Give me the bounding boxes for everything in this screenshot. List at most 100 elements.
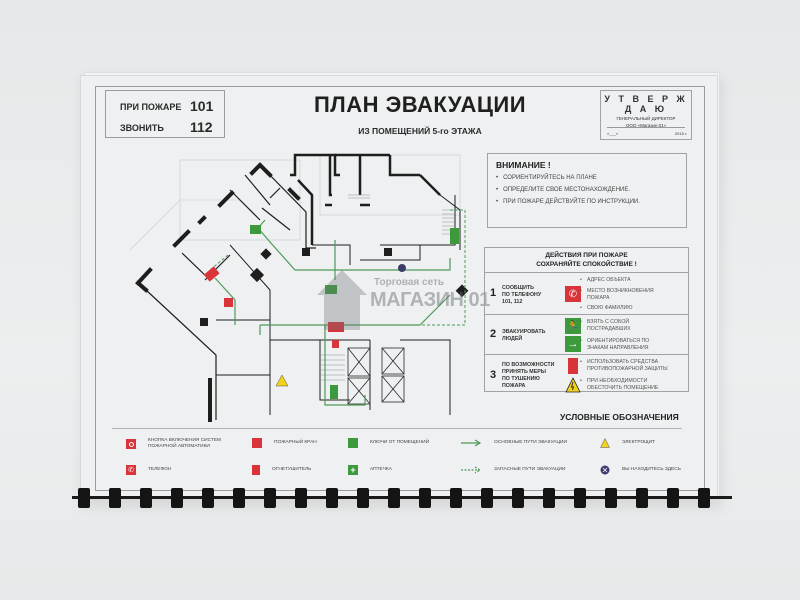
action-step-1: 1 СООБЩИТЬ ПО ТЕЛЕФОНУ 101, 112 ✆ АДРЕС … xyxy=(485,273,688,315)
fire-call-number: 101 xyxy=(190,98,214,114)
attention-heading: ВНИМАНИЕ ! xyxy=(496,160,551,170)
legend-text: КЛЮЧИ ОТ ПОМЕЩЕНИЙ xyxy=(370,440,430,445)
legend-text: ЗАПАСНЫЕ ПУТИ ЭВАКУАЦИИ xyxy=(494,467,566,472)
plan-frame xyxy=(95,86,705,491)
main-route-icon xyxy=(461,439,482,447)
date-right: 2015 г. xyxy=(674,131,687,136)
legend-item: КЛЮЧИ ОТ ПОМЕЩЕНИЙ xyxy=(348,438,429,448)
phone-icon: ✆ xyxy=(126,465,136,475)
actions-heading: ДЕЙСТВИЯ ПРИ ПОЖАРЕ СОХРАНЯЙТЕ СПОКОЙСТВ… xyxy=(485,248,688,273)
binding-ring xyxy=(574,488,586,508)
approval-box: У Т В Е Р Ж Д А Ю ГЕНЕРАЛЬНЫЙ ДИРЕКТОР О… xyxy=(600,90,692,140)
approval-position: ГЕНЕРАЛЬНЫЙ ДИРЕКТОР xyxy=(616,116,676,121)
step-number: 3 xyxy=(490,369,497,381)
binding-ring xyxy=(264,488,276,508)
keys-icon xyxy=(325,285,337,294)
action-step-3: 3 ПО ВОЗМОЖНОСТИ ПРИНЯТЬ МЕРЫ ПО ТУШЕНИЮ… xyxy=(485,355,688,397)
fire-hydrant-icon xyxy=(328,322,344,332)
step-label: ЭВАКУИРОВАТЬ ЛЮДЕЙ xyxy=(502,329,546,342)
approval-heading: У Т В Е Р Ж Д А Ю xyxy=(604,94,688,114)
legend-item: ✆ ТЕЛЕФОН xyxy=(126,465,171,475)
binding-ring xyxy=(233,488,245,508)
keys-icon xyxy=(348,438,358,448)
date-left: «___» xyxy=(607,131,619,136)
emergency-exit-icon xyxy=(330,385,338,399)
fire-extinguisher-icon xyxy=(252,465,260,475)
phone-icon: ✆ xyxy=(565,286,581,302)
actions-heading-1: ДЕЙСТВИЯ ПРИ ПОЖАРЕ xyxy=(545,252,628,259)
attention-item: СОРИЕНТИРУЙТЕСЬ НА ПЛАНЕ xyxy=(496,175,678,181)
step-label: ПО ВОЗМОЖНОСТИ ПРИНЯТЬ МЕРЫ ПО ТУШЕНИЮ П… xyxy=(502,362,555,389)
electrical-hazard-icon xyxy=(565,377,581,393)
binding-ring xyxy=(419,488,431,508)
legend-text: ПОЖАРНЫЙ КРАН xyxy=(274,440,317,445)
fire-hydrant-icon xyxy=(203,266,220,282)
binding-ring xyxy=(450,488,462,508)
actions-heading-2: СОХРАНЯЙТЕ СПОКОЙСТВИЕ ! xyxy=(536,261,637,268)
step-bullet: АДРЕС ОБЪЕКТА xyxy=(580,277,631,284)
binding-ring xyxy=(295,488,307,508)
legend-divider xyxy=(112,428,682,429)
fire-hydrant-icon xyxy=(252,438,262,448)
binding-ring xyxy=(388,488,400,508)
binding-ring xyxy=(140,488,152,508)
step-number: 2 xyxy=(490,328,497,340)
step-number: 1 xyxy=(490,287,497,299)
binding-ring xyxy=(543,488,555,508)
binding-ring xyxy=(171,488,183,508)
legend-item: ЗАПАСНЫЕ ПУТИ ЭВАКУАЦИИ xyxy=(460,465,565,475)
emergency-exit-icon: 🏃 xyxy=(565,318,581,334)
binding-ring xyxy=(357,488,369,508)
binding-ring xyxy=(78,488,90,508)
legend-text: ЭЛЕКТРОЩИТ xyxy=(622,440,656,445)
binding-ring xyxy=(605,488,617,508)
legend-item: + АПТЕЧКА xyxy=(348,465,392,475)
fire-call-label: ПРИ ПОЖАРЕ xyxy=(120,102,182,112)
you-are-here-icon xyxy=(600,465,610,475)
attention-item: ПРИ ПОЖАРЕ ДЕЙСТВУЙТЕ ПО ИНСТРУКЦИИ. xyxy=(496,199,678,205)
binding-ring xyxy=(202,488,214,508)
binding-spine xyxy=(72,496,732,499)
page-title: ПЛАН ЭВАКУАЦИИ xyxy=(313,92,527,117)
binding-ring xyxy=(636,488,648,508)
legend-text: ВЫ НАХОДИТЕСЬ ЗДЕСЬ xyxy=(622,467,681,472)
fire-extinguisher-icon xyxy=(568,358,578,374)
fire-extinguisher-icon xyxy=(332,340,339,348)
legend-item: ОСНОВНЫЕ ПУТИ ЭВАКУАЦИИ xyxy=(460,438,567,448)
attention-item: ОПРЕДЕЛИТЕ СВОЕ МЕСТОНАХОЖДЕНИЕ. xyxy=(496,187,678,193)
legend-item: ПОЖАРНЫЙ КРАН xyxy=(252,438,317,448)
attention-box: ВНИМАНИЕ ! СОРИЕНТИРУЙТЕСЬ НА ПЛАНЕ ОПРЕ… xyxy=(487,153,687,228)
fire-call-label: ЗВОНИТЬ xyxy=(120,123,164,133)
phone-icon xyxy=(224,298,233,307)
legend-item: ОГНЕТУШИТЕЛЬ xyxy=(252,465,311,475)
page-subtitle: ИЗ ПОМЕЩЕНИЙ 5-го ЭТАЖА xyxy=(358,126,482,136)
fire-call-box: ПРИ ПОЖАРЕ 101 ЗВОНИТЬ 112 xyxy=(105,90,225,138)
fire-alarm-button-icon xyxy=(126,439,136,449)
comb-binding xyxy=(72,488,732,510)
you-are-here-icon xyxy=(398,264,406,272)
approval-date: «___» 2015 г. xyxy=(607,131,687,136)
first-aid-icon xyxy=(250,225,261,234)
binding-ring xyxy=(109,488,121,508)
legend-text: ОГНЕТУШИТЕЛЬ xyxy=(272,467,312,472)
binding-ring xyxy=(667,488,679,508)
electrical-panel-icon xyxy=(275,374,289,387)
legend-text: АПТЕЧКА xyxy=(370,467,392,472)
binding-ring xyxy=(512,488,524,508)
emergency-exit-icon xyxy=(450,228,459,244)
binding-ring xyxy=(698,488,710,508)
legend-text: ОСНОВНЫЕ ПУТИ ЭВАКУАЦИИ xyxy=(494,440,567,445)
fire-call-number: 112 xyxy=(190,119,213,135)
reserve-route-icon xyxy=(461,466,482,474)
legend-title: УСЛОВНЫЕ ОБОЗНАЧЕНИЯ xyxy=(560,412,679,422)
step-bullet: СВОЮ ФАМИЛИЮ xyxy=(580,305,633,312)
action-step-2: 2 ЭВАКУИРОВАТЬ ЛЮДЕЙ 🏃 → ВЗЯТЬ С СОБОЙПО… xyxy=(485,315,688,355)
legend-text: ТЕЛЕФОН xyxy=(148,467,172,472)
